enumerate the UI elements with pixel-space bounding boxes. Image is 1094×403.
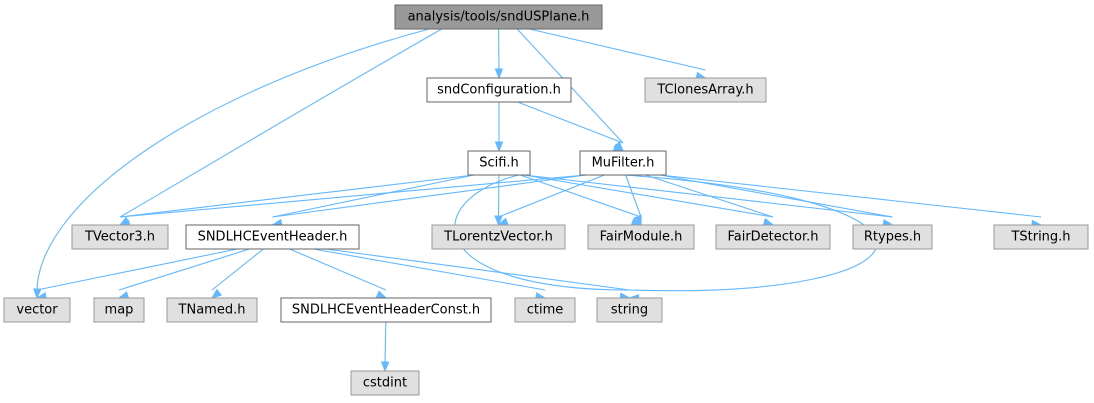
node-root: analysis/tools/sndUSPlane.h (394, 4, 603, 30)
node-cstdint: cstdint (350, 370, 420, 396)
node-label: sndConfiguration.h (437, 83, 561, 98)
edges-layer (33, 28, 1043, 373)
node-box (3, 297, 71, 323)
node-label: SNDLHCEventHeader.h (198, 230, 348, 245)
node-TNamed: TNamed.h (166, 297, 258, 323)
node-label: TVector3.h (84, 230, 155, 245)
node-TVector3: TVector3.h (71, 224, 169, 250)
node-box (426, 77, 572, 103)
node-label: Rtypes.h (864, 230, 921, 245)
node-label: Scifi.h (479, 156, 519, 171)
arrowhead (33, 288, 42, 300)
arrowhead (494, 68, 504, 80)
node-box (166, 297, 258, 323)
node-TString: TString.h (993, 224, 1089, 250)
edge-MuFilter-to-Rtypes (659, 174, 894, 228)
node-box (644, 77, 767, 103)
node-Scifi[interactable]: Scifi.h (467, 150, 531, 176)
node-box (852, 224, 933, 250)
arrowhead (633, 214, 642, 227)
node-map: map (93, 297, 145, 323)
node-box (93, 297, 145, 323)
node-box (280, 297, 492, 323)
node-MuFilter[interactable]: MuFilter.h (579, 150, 667, 176)
edge-MuFilter-to-FairDetector (645, 174, 775, 227)
node-box (350, 370, 420, 396)
node-box (431, 224, 566, 250)
node-label: FairModule.h (600, 230, 683, 245)
edge-Scifi-to-TLorentzVector (494, 174, 503, 227)
node-Rtypes: Rtypes.h (852, 224, 933, 250)
edge-SNDLHCEventHeader-to-string (325, 248, 631, 301)
edge-root-to-TVector3 (118, 28, 442, 226)
node-ctime: ctime (514, 297, 576, 323)
arrowhead (494, 141, 504, 153)
edge-SNDLHCEventHeader-to-map (117, 248, 250, 300)
node-FairModule: FairModule.h (587, 224, 695, 250)
node-label: MuFilter.h (592, 156, 655, 171)
edge-SNDLHCEventHeaderConst-to-cstdint (380, 321, 390, 373)
nodes-layer: analysis/tools/sndUSPlane.h sndConfigurat… (3, 4, 1089, 396)
node-FairDetector: FairDetector.h (715, 224, 831, 250)
node-vector: vector (3, 297, 71, 323)
node-box (596, 297, 663, 323)
edge-MuFilter-to-TLorentzVector (497, 174, 605, 226)
node-box (715, 224, 831, 250)
edge-MuFilter-to-TVector3 (118, 174, 587, 229)
arrowhead (380, 361, 390, 373)
node-label: cstdint (363, 376, 407, 391)
node-label: FairDetector.h (727, 230, 818, 245)
arrowhead (494, 215, 503, 227)
node-sndConfiguration[interactable]: sndConfiguration.h (426, 77, 572, 103)
node-box (514, 297, 576, 323)
node-label: vector (16, 303, 58, 318)
edge-SNDLHCEventHeader-to-SNDLHCEventHeaderConst (289, 248, 388, 299)
node-SNDLHCEventHeader[interactable]: SNDLHCEventHeader.h (185, 224, 360, 250)
node-label: ctime (527, 303, 564, 318)
edge-root-to-TClonesArray (529, 28, 707, 80)
arrowhead (375, 290, 388, 299)
node-box (579, 150, 667, 176)
edge-sndConfiguration-to-Scifi (494, 102, 504, 153)
node-label: string (611, 303, 648, 318)
node-box (587, 224, 695, 250)
node-label: TNamed.h (178, 303, 246, 318)
edge-root-to-sndConfiguration (494, 28, 504, 80)
node-label: TClonesArray.h (656, 83, 753, 98)
node-SNDLHCEventHeaderConst[interactable]: SNDLHCEventHeaderConst.h (280, 297, 492, 323)
node-TLorentzVector: TLorentzVector.h (431, 224, 566, 250)
edge-MuFilter-to-TString (659, 174, 1043, 229)
node-label: analysis/tools/sndUSPlane.h (408, 10, 590, 25)
node-string: string (596, 297, 663, 323)
node-box (993, 224, 1089, 250)
node-label: TLorentzVector.h (443, 230, 553, 245)
node-label: SNDLHCEventHeaderConst.h (292, 303, 480, 318)
node-box (467, 150, 531, 176)
node-label: TString.h (1010, 230, 1070, 245)
node-box (185, 224, 360, 250)
edge-root-to-vector (33, 28, 430, 300)
node-label: map (105, 303, 134, 318)
edge-MuFilter-to-FairModule (625, 174, 642, 227)
edge-Scifi-to-FairModule (520, 174, 643, 226)
node-TClonesArray: TClonesArray.h (644, 77, 767, 103)
arrowhead (210, 288, 223, 299)
node-box (71, 224, 169, 250)
edge-SNDLHCEventHeader-to-vector (35, 248, 238, 301)
edge-SNDLHCEventHeader-to-TNamed (210, 248, 264, 299)
node-box (394, 4, 603, 30)
